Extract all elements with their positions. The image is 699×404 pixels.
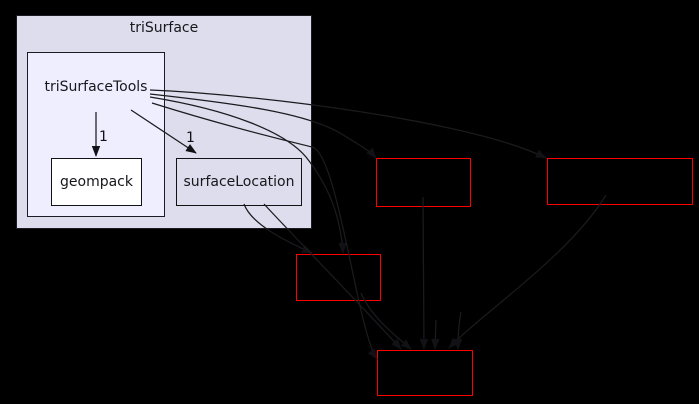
node-red-right-1[interactable] (376, 158, 471, 207)
node-red-middle[interactable] (296, 254, 381, 301)
edge-to-red-bottom-extra-2 (453, 311, 463, 350)
cluster-label-trisurface[interactable]: triSurface (129, 20, 199, 36)
node-surfacelocation[interactable]: surfaceLocation (176, 158, 302, 206)
edge-red-right-2-to-red-bottom (448, 194, 607, 349)
node-geompack[interactable]: geompack (51, 158, 142, 206)
node-red-bottom[interactable] (377, 350, 473, 396)
edge-red-middle-to-red-bottom (360, 292, 412, 350)
node-red-right-2[interactable] (547, 158, 693, 205)
node-surfacelocation-label: surfaceLocation (183, 174, 295, 190)
cluster-label-trisurfacetools[interactable]: triSurfaceTools (44, 79, 148, 95)
edge-multiplicity-label-surfacelocation: 1 (186, 130, 195, 146)
node-geompack-label: geompack (60, 174, 133, 190)
edge-multiplicity-label-geompack: 1 (99, 129, 108, 145)
edge-red-right-1-to-red-bottom (419, 196, 429, 350)
edge-to-red-bottom-extra-1 (431, 319, 440, 350)
